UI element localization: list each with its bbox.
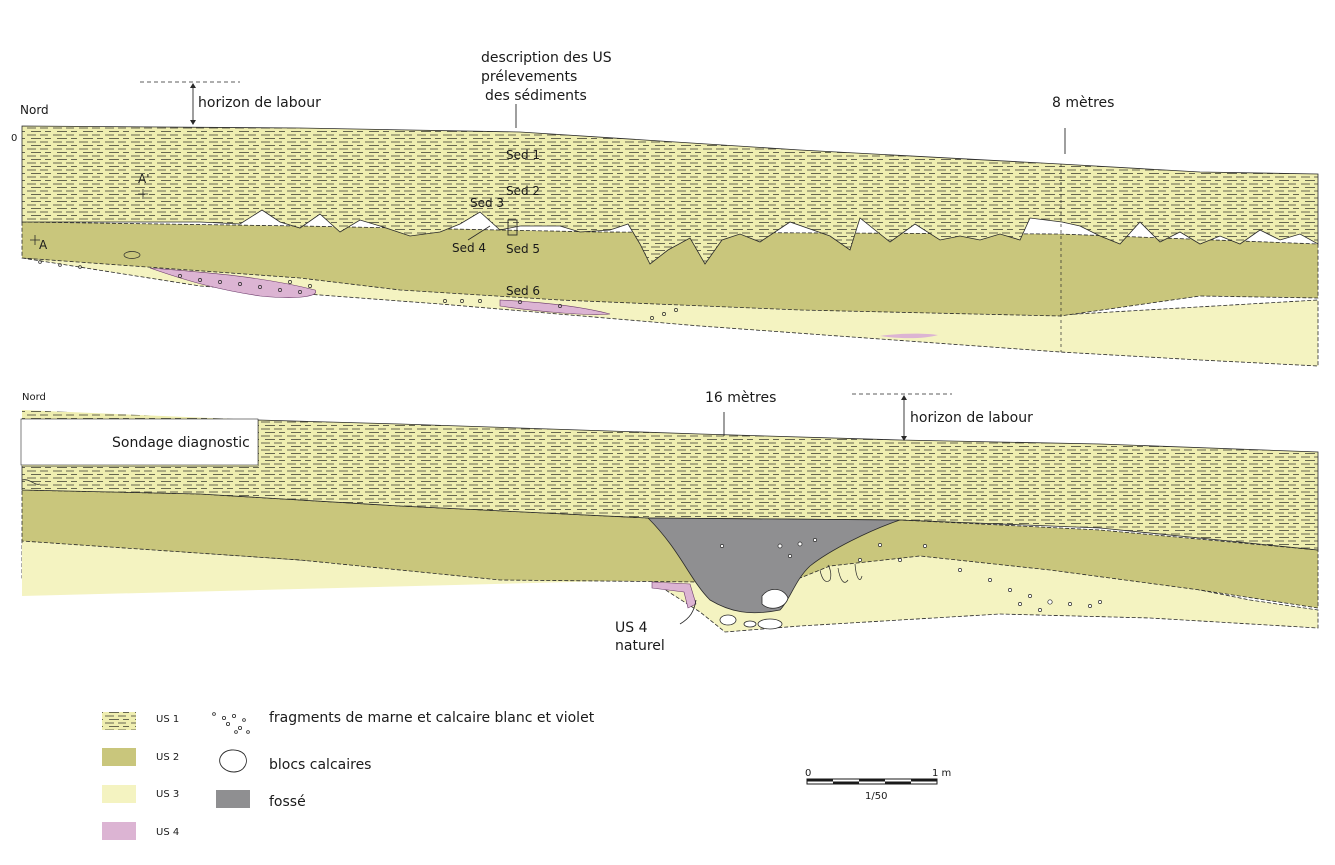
upper-us4-patch-2 [499, 299, 611, 315]
upper-horizon-arrowheads [190, 83, 196, 125]
us4-naturel-label-2: naturel [615, 638, 665, 654]
sample-box [507, 219, 518, 236]
sed1-label: Sed 1 [506, 148, 540, 162]
sed4-pointer [467, 225, 491, 241]
upper-us1-layer [21, 125, 1319, 265]
legend-fosse-label: fossé [269, 794, 306, 810]
sed3-label: Sed 3 [470, 196, 504, 210]
legend-us3-swatch [102, 785, 136, 803]
legend-bloc-icon [219, 749, 247, 773]
upper-us3-layer [21, 257, 1319, 367]
sed2-label: Sed 2 [506, 184, 540, 198]
scale-ratio-label: 1/50 [865, 791, 887, 802]
legend-us2-swatch [102, 748, 136, 766]
sondage-label: Sondage diagnostic [112, 435, 250, 451]
zero-label: 0 [11, 133, 17, 144]
upper-nord-label: Nord [20, 103, 49, 117]
legend-fragments-label: fragments de marne et calcaire blanc et … [269, 710, 595, 726]
lower-section: Nord Sondage diagnostic 16 mètres horizo… [20, 390, 1319, 654]
sed4-label: Sed 4 [452, 241, 486, 255]
lower-us4-patch [651, 581, 697, 609]
description-label-2: prélevements [481, 69, 577, 85]
legend-blocs-label: blocs calcaires [269, 757, 371, 773]
legend: US 1 US 2 US 3 US 4 fragments de marne e… [102, 710, 595, 840]
lower-horizon-label: horizon de labour [910, 410, 1033, 426]
upper-section: Nord 0 horizon de labour description des… [11, 50, 1319, 367]
legend-us4-swatch [102, 822, 136, 840]
legend-us3-label: US 3 [156, 789, 179, 800]
legend-us1-swatch [102, 712, 136, 730]
legend-fragments-icon [212, 712, 250, 734]
upper-fragments [38, 251, 678, 320]
lower-fragments [720, 538, 1102, 612]
scale-bar: 0 1 m 1/50 [805, 768, 951, 802]
fosse-fill [647, 517, 901, 614]
sed5-label: Sed 5 [506, 242, 540, 256]
us4-naturel-label-1: US 4 [615, 620, 648, 636]
scale-zero-label: 0 [805, 768, 811, 779]
upper-us4-patch-3 [880, 333, 938, 339]
description-label-3: des sédiments [485, 88, 587, 104]
lower-nord-label: Nord [22, 392, 46, 403]
upper-horizon-label: horizon de labour [198, 95, 321, 111]
us4-pointer [679, 599, 697, 625]
legend-us2-label: US 2 [156, 752, 179, 763]
upper-us4-patch-1 [149, 267, 317, 298]
description-label-1: description des US [481, 50, 612, 66]
a-label: A [39, 238, 48, 252]
a-prime-label: A' [138, 172, 150, 186]
legend-fosse-swatch [216, 790, 250, 808]
legend-us1-label: US 1 [156, 714, 179, 725]
lower-edge-curl [21, 479, 41, 485]
sixteen-metres-label: 16 mètres [705, 390, 776, 406]
lower-horizon-arrowheads [901, 395, 907, 441]
lower-us3-left [22, 545, 650, 596]
lower-blocs [719, 589, 789, 630]
lower-us1-layer [21, 419, 1319, 551]
scale-one-label: 1 m [932, 768, 951, 779]
a-prime-cross [138, 189, 148, 199]
sondage-box [20, 418, 259, 466]
a-cross [30, 235, 40, 245]
legend-us4-label: US 4 [156, 827, 179, 838]
sed6-label: Sed 6 [506, 284, 540, 298]
eight-metres-label: 8 mètres [1052, 95, 1114, 111]
